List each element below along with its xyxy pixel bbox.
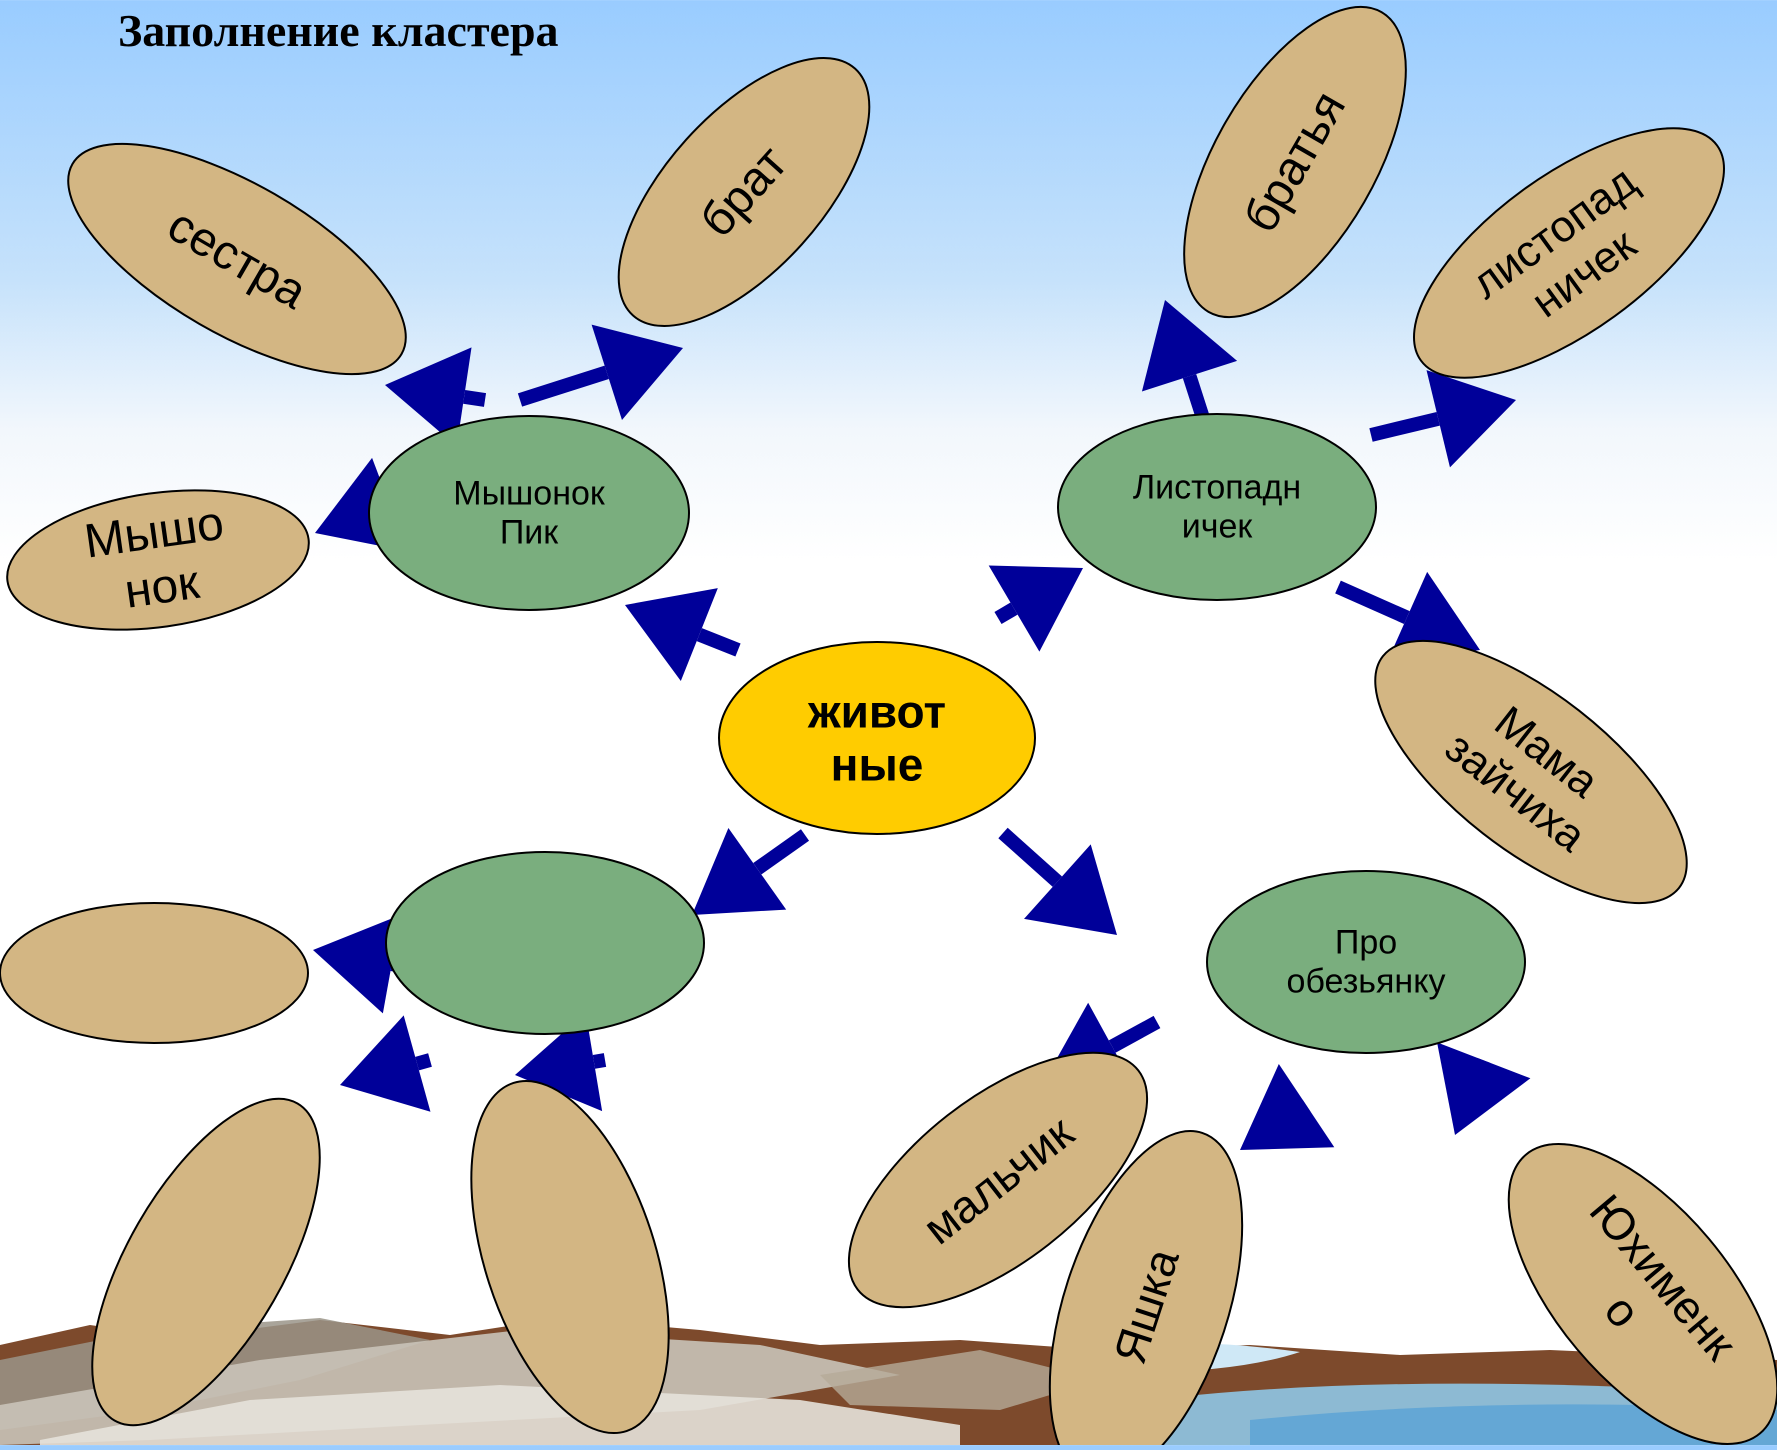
- leaf-node-empty-8: [470, 1079, 670, 1435]
- arrow-head: [313, 914, 401, 1014]
- arrow-center-to-monkey: [998, 827, 1117, 935]
- arrow-monkey-to-yashka: [1240, 1064, 1335, 1150]
- leaf-node-monkey-9-shape: [847, 1051, 1149, 1309]
- leaf-node-mouse-2-shape: [6, 489, 310, 631]
- leaf-node-mouse-1-shape: [617, 57, 871, 327]
- arrow-shaft: [753, 829, 810, 875]
- topic-node-mouse-label: Пик: [500, 514, 559, 552]
- arrow-head: [340, 1015, 431, 1112]
- arrow-center-to-mouse: [625, 588, 741, 682]
- arrow-head: [1386, 571, 1480, 664]
- topic-node-monkey-shape: [1206, 870, 1526, 1054]
- arrow-shaft: [517, 365, 609, 407]
- topic-node-monkey-label: обезьянку: [1287, 963, 1446, 1001]
- arrow-shaft: [1335, 580, 1410, 624]
- center-node-label: ные: [831, 738, 924, 790]
- leaf-node-mouse-2: Мышонок: [6, 489, 310, 631]
- arrow-shaft: [463, 389, 487, 407]
- topic-node-monkey-label: Про: [1335, 923, 1397, 961]
- arrow-head: [1240, 1064, 1335, 1150]
- leaf-node-empty-8-shape: [470, 1079, 670, 1435]
- arrow-head: [625, 588, 718, 682]
- topic-node-mouse-shape: [368, 415, 690, 611]
- arrow-head: [692, 827, 787, 915]
- arrow-head: [1024, 844, 1117, 935]
- arrow-hare-to-brothers: [1141, 300, 1238, 421]
- arrow-shaft: [592, 1053, 607, 1069]
- leaf-node-hare-3-shape: [1183, 5, 1407, 319]
- page-title: Заполнение кластера: [118, 5, 559, 56]
- topic-node-hare-shape: [1057, 413, 1377, 601]
- leaf-node-empty-6: [0, 902, 309, 1044]
- leaf-node-mouse-0: сестра: [67, 142, 407, 376]
- leaf-node-hare-3: братья: [1183, 5, 1407, 319]
- leaf-node-mouse-2-label: нок: [121, 556, 203, 619]
- arrow-empty-to-bottom-right: [515, 1012, 607, 1112]
- topic-node-empty: [385, 851, 705, 1035]
- arrow-hare-to-hare-kid: [1369, 370, 1516, 468]
- arrow-head: [591, 324, 683, 420]
- leaf-node-empty-7: [91, 1097, 321, 1427]
- arrow-empty-to-bottom-left: [340, 1015, 432, 1112]
- arrow-mouse-to-brother: [517, 324, 683, 420]
- arrow-head: [1437, 1042, 1531, 1135]
- arrow-shaft: [998, 827, 1063, 887]
- topic-node-mouse-label: Мышонок: [453, 474, 606, 512]
- arrow-shaft: [415, 1053, 432, 1071]
- topic-node-hare-label: ичек: [1182, 508, 1254, 546]
- arrow-center-to-hare: [988, 565, 1083, 652]
- landscape-background: [0, 1318, 1777, 1445]
- arrow-mouse-to-sister: [385, 347, 487, 447]
- arrow-head: [988, 565, 1083, 652]
- leaf-node-monkey-10: Яшка: [1048, 1130, 1244, 1450]
- arrow-shaft: [994, 602, 1018, 625]
- arrow-monkey-to-author: [1437, 1042, 1531, 1135]
- center-node-shape: [718, 641, 1036, 835]
- arrow-head: [385, 347, 472, 447]
- leaf-node-empty-6-shape: [0, 902, 309, 1044]
- arrow-head: [1426, 370, 1516, 468]
- leaf-node-monkey-10-shape: [1048, 1130, 1244, 1450]
- leaf-node-hare-4-shape: [1413, 127, 1725, 379]
- topic-node-hare-label: Листопадн: [1133, 468, 1301, 506]
- leaf-node-hare-5-shape: [1374, 639, 1688, 905]
- topic-node-empty-shape: [385, 851, 705, 1035]
- arrow-shaft: [1369, 411, 1440, 442]
- center-node-label: живот: [807, 686, 946, 738]
- leaf-node-monkey-11-shape: [1507, 1143, 1777, 1445]
- leaf-node-empty-7-shape: [91, 1097, 321, 1427]
- arrow-shaft: [1108, 1015, 1161, 1053]
- arrow-center-to-empty: [692, 827, 810, 915]
- arrow-shaft: [1182, 374, 1210, 421]
- leaf-node-mouse-0-shape: [67, 142, 407, 376]
- arrow-hare-to-mother-hare: [1335, 571, 1480, 664]
- leaf-node-mouse-1: брат: [617, 57, 871, 327]
- arrow-head: [515, 1012, 603, 1112]
- arrow-shaft: [696, 628, 741, 657]
- leaf-node-monkey-9: мальчик: [847, 1051, 1149, 1309]
- arrow-head: [1141, 300, 1238, 392]
